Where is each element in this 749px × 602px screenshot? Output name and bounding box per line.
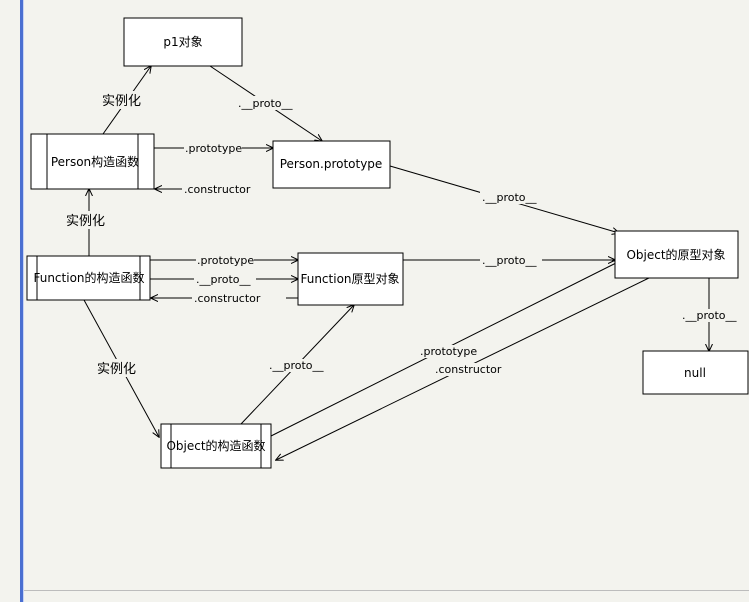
- node-person-prototype-label: Person.prototype: [280, 157, 383, 171]
- node-null[interactable]: null: [642, 350, 749, 395]
- node-p1[interactable]: p1对象: [123, 17, 243, 67]
- canvas-left-border: [20, 0, 23, 602]
- node-function-prototype[interactable]: Function原型对象: [297, 252, 404, 306]
- label-instance-of-function-person: 实例化: [66, 214, 105, 229]
- edge-labels: 实例化 .__proto__ .prototype .constructor .…: [64, 91, 742, 377]
- label-function-self-proto: .__proto__: [196, 273, 251, 286]
- label-function-constructor: .constructor: [194, 292, 261, 305]
- node-object-prototype[interactable]: Object的原型对象: [614, 230, 739, 279]
- node-object-constructor-label: Object的构造函数: [166, 438, 265, 453]
- label-object-constructor: .constructor: [435, 363, 502, 376]
- node-function-constructor-label: Function的构造函数: [33, 270, 144, 285]
- label-person-constructor: .constructor: [184, 183, 251, 196]
- node-null-label: null: [684, 366, 706, 380]
- node-object-prototype-label: Object的原型对象: [626, 247, 725, 262]
- label-function-proto-proto: .__proto__: [482, 254, 537, 267]
- label-person-proto-proto: .__proto__: [482, 191, 537, 204]
- label-object-ctor-proto: .__proto__: [269, 359, 324, 372]
- label-p1-proto: .__proto__: [238, 97, 293, 110]
- label-instance-of-person: 实例化: [102, 94, 141, 109]
- node-person-constructor[interactable]: Person构造函数: [30, 133, 155, 190]
- label-object-prototype: .prototype: [420, 345, 477, 358]
- node-p1-label: p1对象: [163, 35, 202, 49]
- label-instance-of-function-object: 实例化: [97, 362, 136, 377]
- node-object-constructor[interactable]: Object的构造函数: [160, 423, 272, 469]
- node-function-prototype-label: Function原型对象: [300, 272, 399, 286]
- label-function-prototype: .prototype: [197, 254, 254, 267]
- label-object-proto-proto: .__proto__: [682, 309, 737, 322]
- canvas-bottom-rule: [24, 590, 749, 591]
- node-person-constructor-label: Person构造函数: [51, 154, 139, 169]
- node-person-prototype[interactable]: Person.prototype: [272, 140, 391, 189]
- canvas-left-border-shadow: [23, 0, 24, 602]
- node-function-constructor[interactable]: Function的构造函数: [26, 255, 151, 301]
- label-person-prototype: .prototype: [185, 142, 242, 155]
